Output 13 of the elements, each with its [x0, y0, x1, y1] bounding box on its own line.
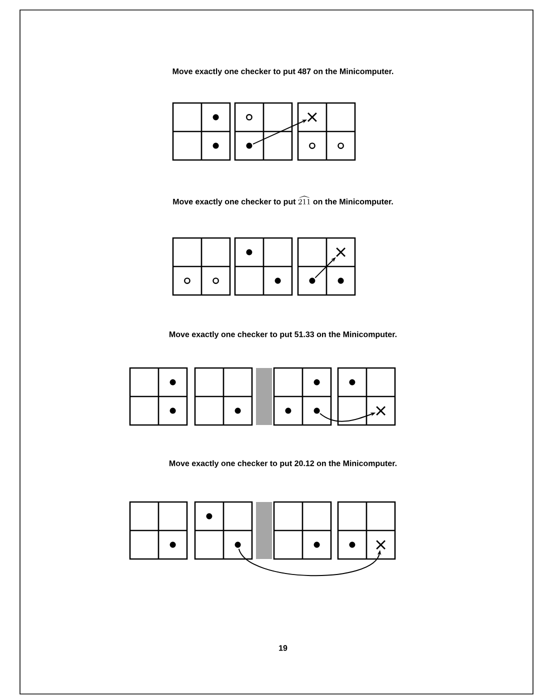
cross-mark	[307, 112, 318, 122]
checker	[234, 542, 241, 548]
instruction-text: Move exactly one checker to put 20.12 on the Minicomputer.	[170, 460, 396, 468]
instruction-text: Move exactly one checker to put 487 on the Minicomputer.	[172, 68, 394, 76]
cross-mark	[376, 540, 386, 550]
cross-mark	[376, 406, 386, 416]
instruction-text: Move exactly one checker to put 51.33 on the Minicomputer.	[170, 331, 396, 339]
checker	[309, 278, 316, 284]
cross-mark	[336, 247, 346, 258]
page-number: 19	[279, 645, 288, 651]
checker	[314, 408, 320, 414]
checker	[246, 142, 252, 149]
instruction-text: Move exactly one checker to put $\widehat{211}$ on the Minicomputer.	[173, 196, 393, 206]
